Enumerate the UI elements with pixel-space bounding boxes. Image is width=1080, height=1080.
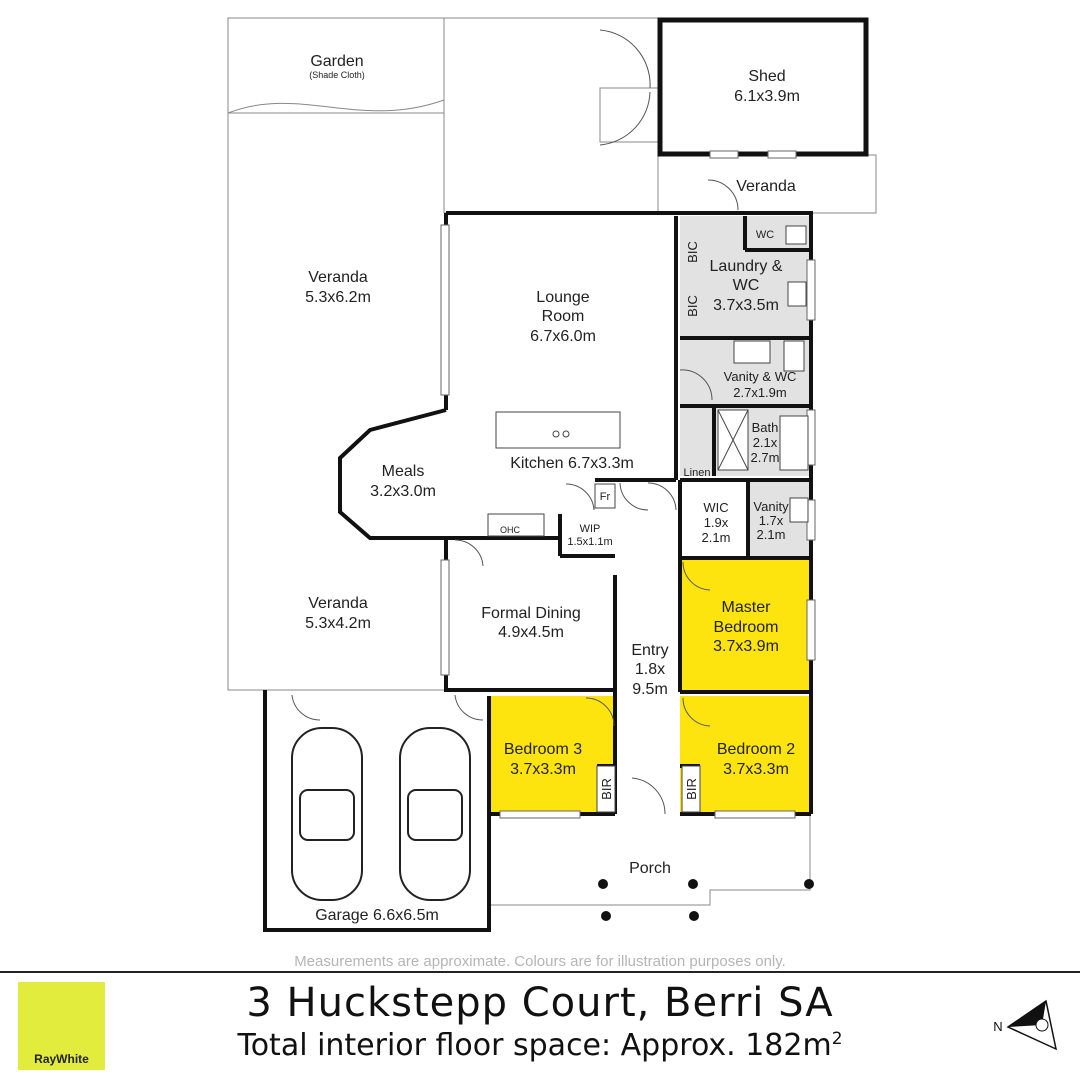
- formal-dining-size: 4.9x4.5m: [498, 624, 564, 641]
- vanity-size-1: 1.7x: [759, 513, 784, 528]
- basin-icon: [789, 497, 809, 523]
- shed-size: 6.1x3.9m: [734, 88, 800, 105]
- linen-label: Linen: [684, 467, 711, 479]
- wic-size-1: 1.9x: [704, 515, 729, 530]
- lounge-label: Lounge: [536, 289, 589, 306]
- floor-space-text: Total interior floor space: Approx. 182m…: [0, 1028, 1080, 1063]
- footer-divider: [0, 971, 1080, 973]
- bir-box-2: [681, 765, 701, 813]
- bedroom3-label: Bedroom 3: [504, 741, 582, 758]
- garden-label: Garden: [310, 53, 363, 70]
- shed-label: Shed: [748, 68, 785, 85]
- basin-icon: [787, 281, 807, 307]
- bath-label: Bath: [752, 420, 779, 435]
- windows: [440, 150, 816, 819]
- bir-box-1: [596, 765, 616, 813]
- master-bedroom-fill: [680, 560, 811, 692]
- bedroom2-size: 3.7x3.3m: [723, 761, 789, 778]
- sink-icon: [562, 430, 570, 438]
- bic-label-2: BIC: [685, 295, 700, 317]
- meals-label: Meals: [382, 463, 425, 480]
- raywhite-logo: RayWhite: [18, 982, 105, 1070]
- door-swings: [291, 29, 739, 815]
- laundry-label-2: WC: [733, 277, 760, 294]
- bedroom3-size: 3.7x3.3m: [510, 761, 576, 778]
- bath-size-2: 2.7m: [751, 450, 780, 465]
- vanity-size-2: 2.1m: [757, 527, 786, 542]
- bath-size-1: 2.1x: [753, 435, 778, 450]
- laundry-label: Laundry &: [710, 258, 783, 275]
- master-bedroom-label-2: Bedroom: [714, 619, 779, 636]
- wic-label: WIC: [703, 500, 728, 515]
- disclaimer-text: Measurements are approximate. Colours ar…: [294, 953, 786, 970]
- kitchen-island: [495, 411, 621, 449]
- laundry-size: 3.7x3.5m: [713, 297, 779, 314]
- bir-label-2: BIR: [684, 778, 699, 800]
- wc-label: WC: [756, 229, 774, 241]
- master-bedroom-size: 3.7x3.9m: [713, 638, 779, 655]
- bedroom2-fill: [680, 696, 811, 814]
- porch-posts: [598, 879, 814, 921]
- master-bedroom-label: Master: [722, 599, 772, 616]
- bathtub-icon: [779, 415, 809, 471]
- sink-icon: [552, 430, 560, 438]
- bedroom3-fill: [489, 696, 615, 814]
- wip-label: WIP: [580, 523, 601, 535]
- bic-label-1: BIC: [685, 241, 700, 263]
- veranda-north-label: Veranda: [308, 269, 368, 286]
- vanity-wc-label: Vanity & WC: [724, 369, 797, 384]
- bir-label-1: BIR: [599, 778, 614, 800]
- logo-text: RayWhite: [34, 1052, 89, 1066]
- stove-icon: [487, 513, 545, 537]
- property-address: 3 Huckstepp Court, Berri SA: [246, 980, 834, 1026]
- fridge-box: [594, 483, 616, 509]
- entry-size-1: 1.8x: [635, 661, 665, 678]
- wic-size-2: 2.1m: [702, 530, 731, 545]
- vanity-wc-size: 2.7x1.9m: [733, 385, 786, 400]
- entry-size-2: 9.5m: [632, 681, 668, 698]
- veranda-south-label: Veranda: [308, 595, 368, 612]
- meals-size: 3.2x3.0m: [370, 483, 436, 500]
- fixtures: [487, 225, 809, 813]
- kitchen-label: Kitchen 6.7x3.3m: [510, 455, 634, 472]
- ohc-label: OHC: [500, 525, 521, 535]
- basin-icon: [733, 340, 771, 364]
- fridge-label: Fr: [600, 491, 611, 503]
- compass-icon: N: [993, 999, 1058, 1051]
- entry-label: Entry: [631, 642, 668, 659]
- veranda-top-label: Veranda: [736, 178, 796, 195]
- lounge-size: 6.7x6.0m: [530, 328, 596, 345]
- compass-north-label: N: [993, 1019, 1002, 1034]
- veranda-south-size: 5.3x4.2m: [305, 615, 371, 632]
- wip-size: 1.5x1.1m: [567, 536, 612, 548]
- porch-label: Porch: [629, 860, 671, 877]
- floor-space-unit-superscript: 2: [831, 1029, 843, 1049]
- car-icon: [291, 727, 471, 901]
- lounge-label-2: Room: [542, 308, 585, 325]
- formal-dining-label: Formal Dining: [481, 605, 581, 622]
- bedroom2-label: Bedroom 2: [717, 741, 795, 758]
- garden-note: (Shade Cloth): [309, 70, 365, 80]
- veranda-north-size: 5.3x6.2m: [305, 289, 371, 306]
- floor-space-value: Total interior floor space: Approx. 182m: [237, 1028, 832, 1063]
- vanity-label: Vanity: [753, 499, 789, 514]
- toilet-icon: [785, 225, 807, 245]
- toilet-icon: [783, 340, 805, 372]
- garage-label: Garage 6.6x6.5m: [315, 907, 439, 924]
